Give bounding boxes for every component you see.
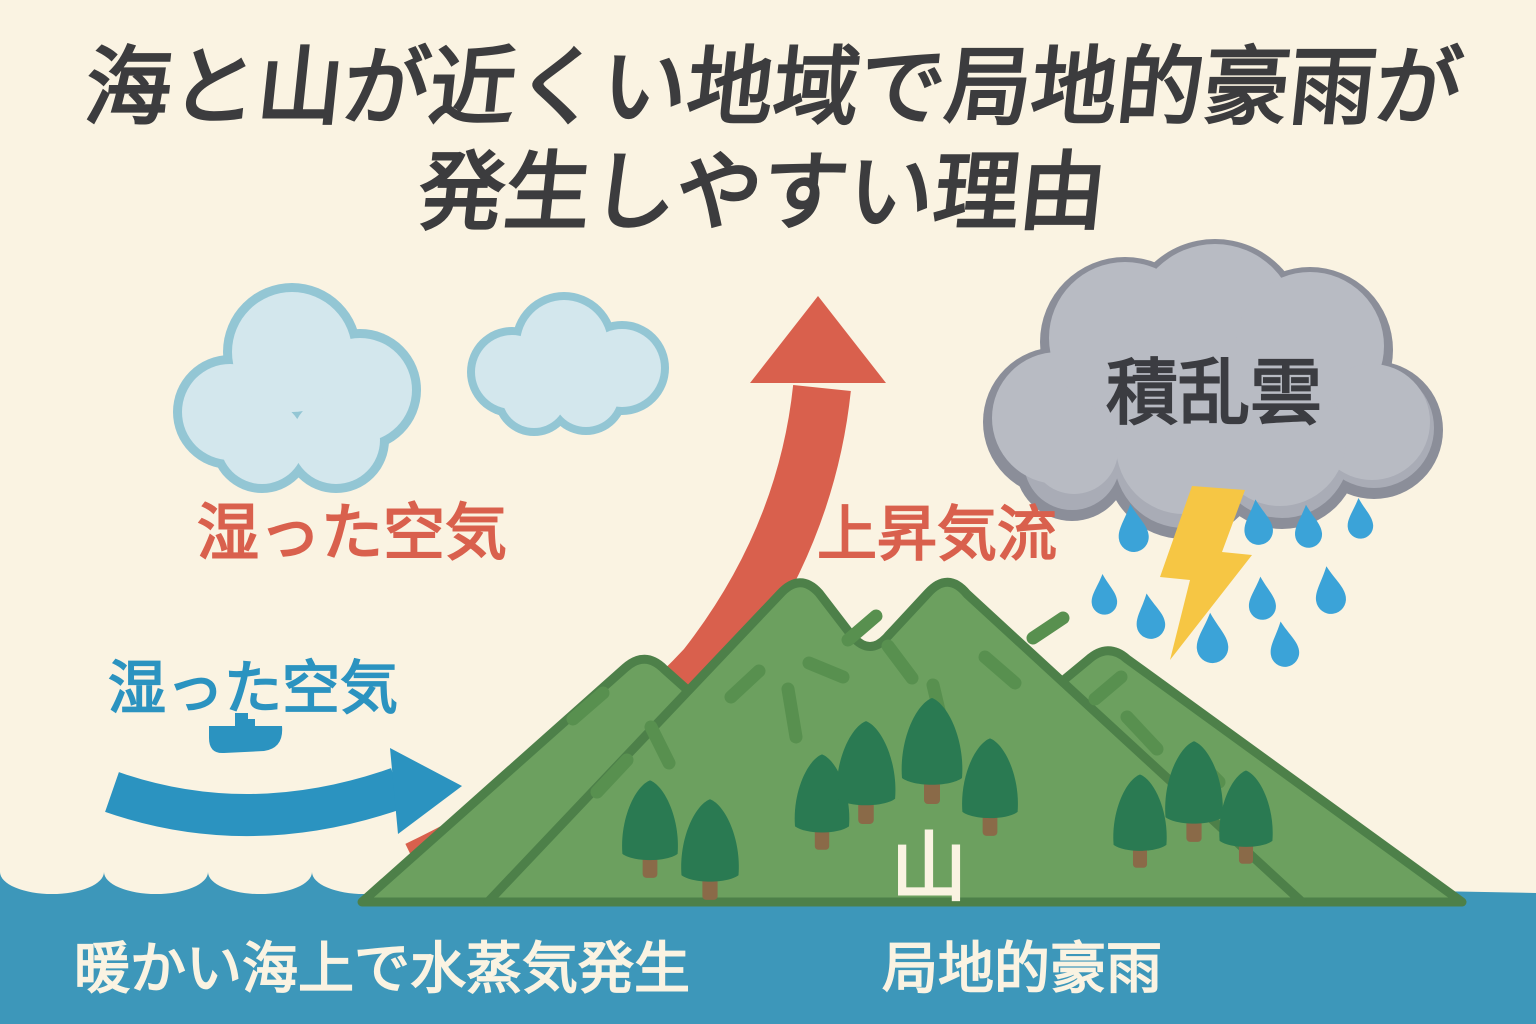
lightning-icon xyxy=(1160,486,1252,660)
caption-localized-heavy-rain: 局地的豪雨 xyxy=(882,937,1162,1002)
cloud-icon xyxy=(173,283,421,493)
cumulonimbus-cloud-icon xyxy=(983,239,1443,539)
page-title: 海と山が近くい地域で局地的豪雨が 発生しやすい理由 xyxy=(0,36,1536,246)
raindrop-icon xyxy=(1347,497,1374,539)
tree-icon xyxy=(836,721,896,824)
raindrop-icon xyxy=(1136,593,1166,639)
forest xyxy=(622,698,1273,900)
sea-breeze-arrow-icon xyxy=(105,748,462,836)
raindrop-icon xyxy=(1196,612,1229,664)
tree-icon xyxy=(1219,770,1273,864)
page-title-line2: 発生しやすい理由 xyxy=(413,142,1112,243)
tree-icon xyxy=(681,799,739,900)
raindrop-icon xyxy=(1118,504,1149,552)
cloud-icon xyxy=(467,292,669,436)
tree-icon xyxy=(622,780,678,878)
tree-icon xyxy=(1165,741,1223,842)
page-title-line1: 海と山が近くい地域で局地的豪雨が xyxy=(80,38,1467,138)
sea-waves-icon xyxy=(0,872,1536,1024)
label-cumulonimbus: 積乱雲 xyxy=(1105,351,1322,435)
raindrop-icon xyxy=(1091,573,1118,615)
label-updraft: 上昇気流 xyxy=(817,500,1057,570)
label-mountain: 山 xyxy=(891,823,967,912)
tree-icon xyxy=(962,738,1018,836)
raindrop-icon xyxy=(1315,566,1346,614)
caption-sea-evaporation: 暖かい海上で水蒸気発生 xyxy=(74,937,690,1002)
rain xyxy=(1091,497,1374,667)
tree-icon xyxy=(794,754,850,850)
tree-icon xyxy=(901,698,963,804)
raindrop-icon xyxy=(1244,499,1273,545)
mountain-icon xyxy=(357,577,1467,907)
boat-icon xyxy=(209,713,283,754)
label-moist-air-lower: 湿った空気 xyxy=(108,654,399,722)
raindrop-icon xyxy=(1270,621,1300,667)
label-moist-air-upper: 湿った空気 xyxy=(197,496,508,569)
tree-icon xyxy=(1113,774,1167,868)
raindrop-icon xyxy=(1248,576,1276,620)
raindrop-icon xyxy=(1295,504,1323,548)
